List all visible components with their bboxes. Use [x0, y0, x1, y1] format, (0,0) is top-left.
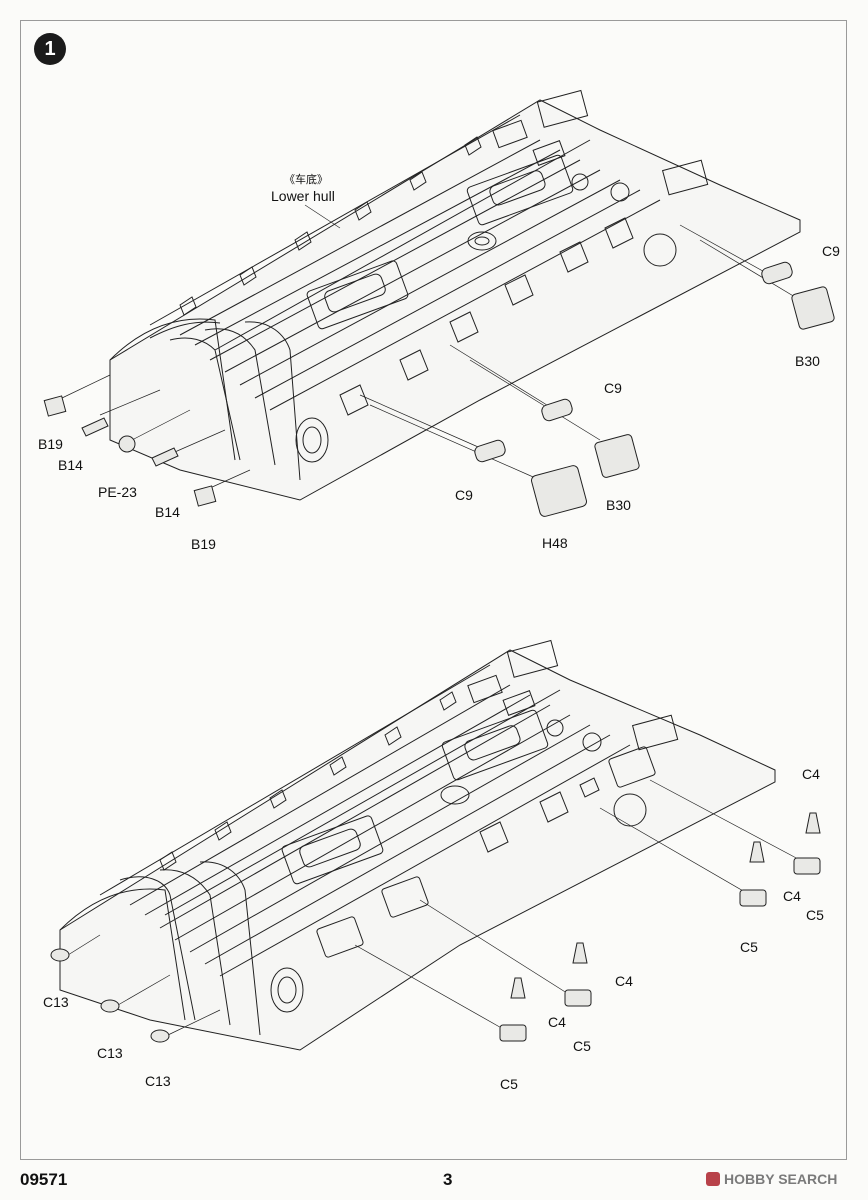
- part-label-c5-a: C5: [806, 907, 824, 923]
- lower-parts: [50, 812, 821, 1043]
- part-label-c9-a: C9: [822, 243, 840, 259]
- part-label-c5-d: C5: [500, 1076, 518, 1092]
- part-label-c4-d: C4: [548, 1014, 566, 1030]
- lower-hull-drawing: [59, 639, 801, 1051]
- part-label-b30-a: B30: [795, 353, 820, 369]
- upper-hull-drawing: [61, 89, 801, 501]
- step-number-badge: 1: [34, 33, 66, 65]
- watermark-text: HOBBY SEARCH: [724, 1171, 838, 1187]
- part-label-c5-c: C5: [573, 1038, 591, 1054]
- part-label-c4-c: C4: [615, 973, 633, 989]
- part-label-b19-a: B19: [38, 436, 63, 452]
- watermark: HOBBY SEARCH: [706, 1171, 837, 1187]
- upper-parts: [43, 261, 835, 517]
- part-label-c4-b: C4: [783, 888, 801, 904]
- hobby-search-logo-icon: [706, 1172, 720, 1186]
- part-label-c4-a: C4: [802, 766, 820, 782]
- upper-labels: 《车底》 Lower hull C9 B30 C9 B30 C9 H48 B19…: [38, 172, 840, 552]
- part-label-b14-b: B14: [155, 504, 180, 520]
- part-label-h48: H48: [542, 535, 568, 551]
- part-label-b19-b: B19: [191, 536, 216, 552]
- lower-hull-cn-label: 《车底》: [284, 172, 328, 186]
- lower-labels: C4 C4 C5 C5 C4 C4 C5 C5 C13 C13 C13: [43, 766, 824, 1092]
- part-label-c5-b: C5: [740, 939, 758, 955]
- part-label-c13-c: C13: [145, 1073, 171, 1089]
- part-label-b14-a: B14: [58, 457, 83, 473]
- page-number: 3: [443, 1170, 453, 1189]
- product-code: 09571: [20, 1170, 68, 1189]
- page-frame: [20, 20, 847, 1160]
- lower-hull-label: Lower hull: [271, 188, 335, 204]
- part-label-c9-c: C9: [455, 487, 473, 503]
- part-label-c13-b: C13: [97, 1045, 123, 1061]
- part-label-c9-b: C9: [604, 380, 622, 396]
- part-label-c13-a: C13: [43, 994, 69, 1010]
- part-label-b30-b: B30: [606, 497, 631, 513]
- part-label-pe23: PE-23: [98, 484, 137, 500]
